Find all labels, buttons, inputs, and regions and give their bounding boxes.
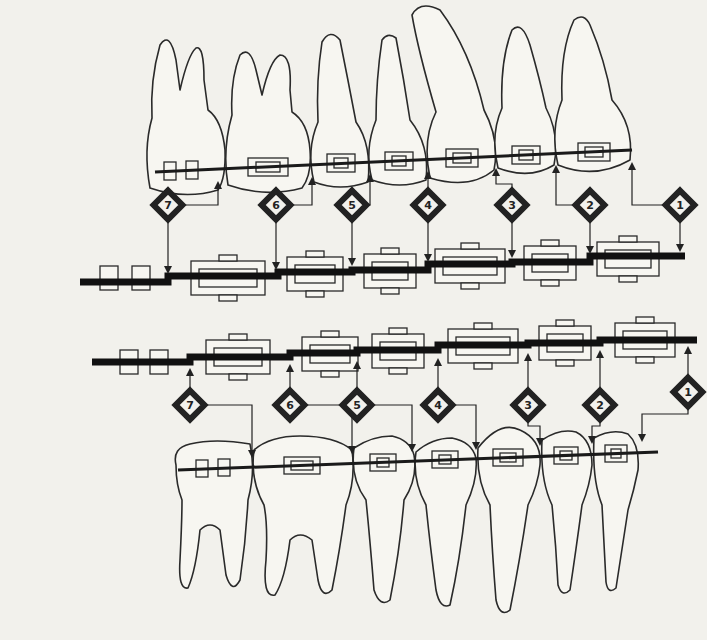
callout-number: 7 (153, 190, 183, 220)
callout-number: 4 (413, 190, 443, 220)
upper-teeth (147, 6, 631, 195)
callout-number: 7 (175, 390, 205, 420)
diamond-shape (514, 391, 543, 420)
diamond-shape (674, 378, 703, 407)
diamond-shape (176, 391, 205, 420)
callout-number: 6 (275, 390, 305, 420)
diamond-shape (498, 191, 527, 220)
diamond-shape (414, 191, 443, 220)
callout-number: 1 (673, 377, 703, 407)
tooth (415, 438, 476, 606)
callout-number: 5 (342, 390, 372, 420)
tooth (175, 441, 252, 588)
callout-number: 3 (497, 190, 527, 220)
callout-diamond: 1 (673, 377, 703, 407)
callout-diamond: 4 (413, 190, 443, 220)
arrowheads (164, 162, 692, 458)
diamond-shape (262, 191, 291, 220)
callout-diamond: 3 (513, 390, 543, 420)
diamond-shape (343, 391, 372, 420)
callout-number: 5 (337, 190, 367, 220)
tooth (226, 52, 311, 192)
diamond-shape (666, 191, 695, 220)
diamond-shape (576, 191, 605, 220)
diamond-shape (424, 391, 453, 420)
callout-diamond: 5 (342, 390, 372, 420)
wire-band (80, 256, 685, 282)
callout-number: 2 (585, 390, 615, 420)
tooth (478, 427, 540, 612)
diamond-shape (338, 191, 367, 220)
diamond-shape (154, 191, 183, 220)
callout-number: 2 (575, 190, 605, 220)
diamond-shape (276, 391, 305, 420)
callout-number: 3 (513, 390, 543, 420)
callout-number: 6 (261, 190, 291, 220)
tooth (555, 17, 631, 171)
diamond-shape (586, 391, 615, 420)
callout-diamond: 7 (153, 190, 183, 220)
wire-band (92, 340, 697, 362)
callout-diamond: 4 (423, 390, 453, 420)
callout-diamond: 3 (497, 190, 527, 220)
callout-diamond: 6 (275, 390, 305, 420)
leader-lines (168, 168, 688, 452)
callout-diamond: 5 (337, 190, 367, 220)
callout-diamond: 6 (261, 190, 291, 220)
callout-number: 4 (423, 390, 453, 420)
tooth (495, 27, 556, 173)
tooth (253, 436, 353, 595)
callout-diamond: 7 (175, 390, 205, 420)
callout-diamond: 2 (575, 190, 605, 220)
callout-diamond: 1 (665, 190, 695, 220)
callout-number: 1 (665, 190, 695, 220)
archwire (155, 150, 632, 172)
archwire (178, 452, 658, 470)
callout-diamond: 2 (585, 390, 615, 420)
